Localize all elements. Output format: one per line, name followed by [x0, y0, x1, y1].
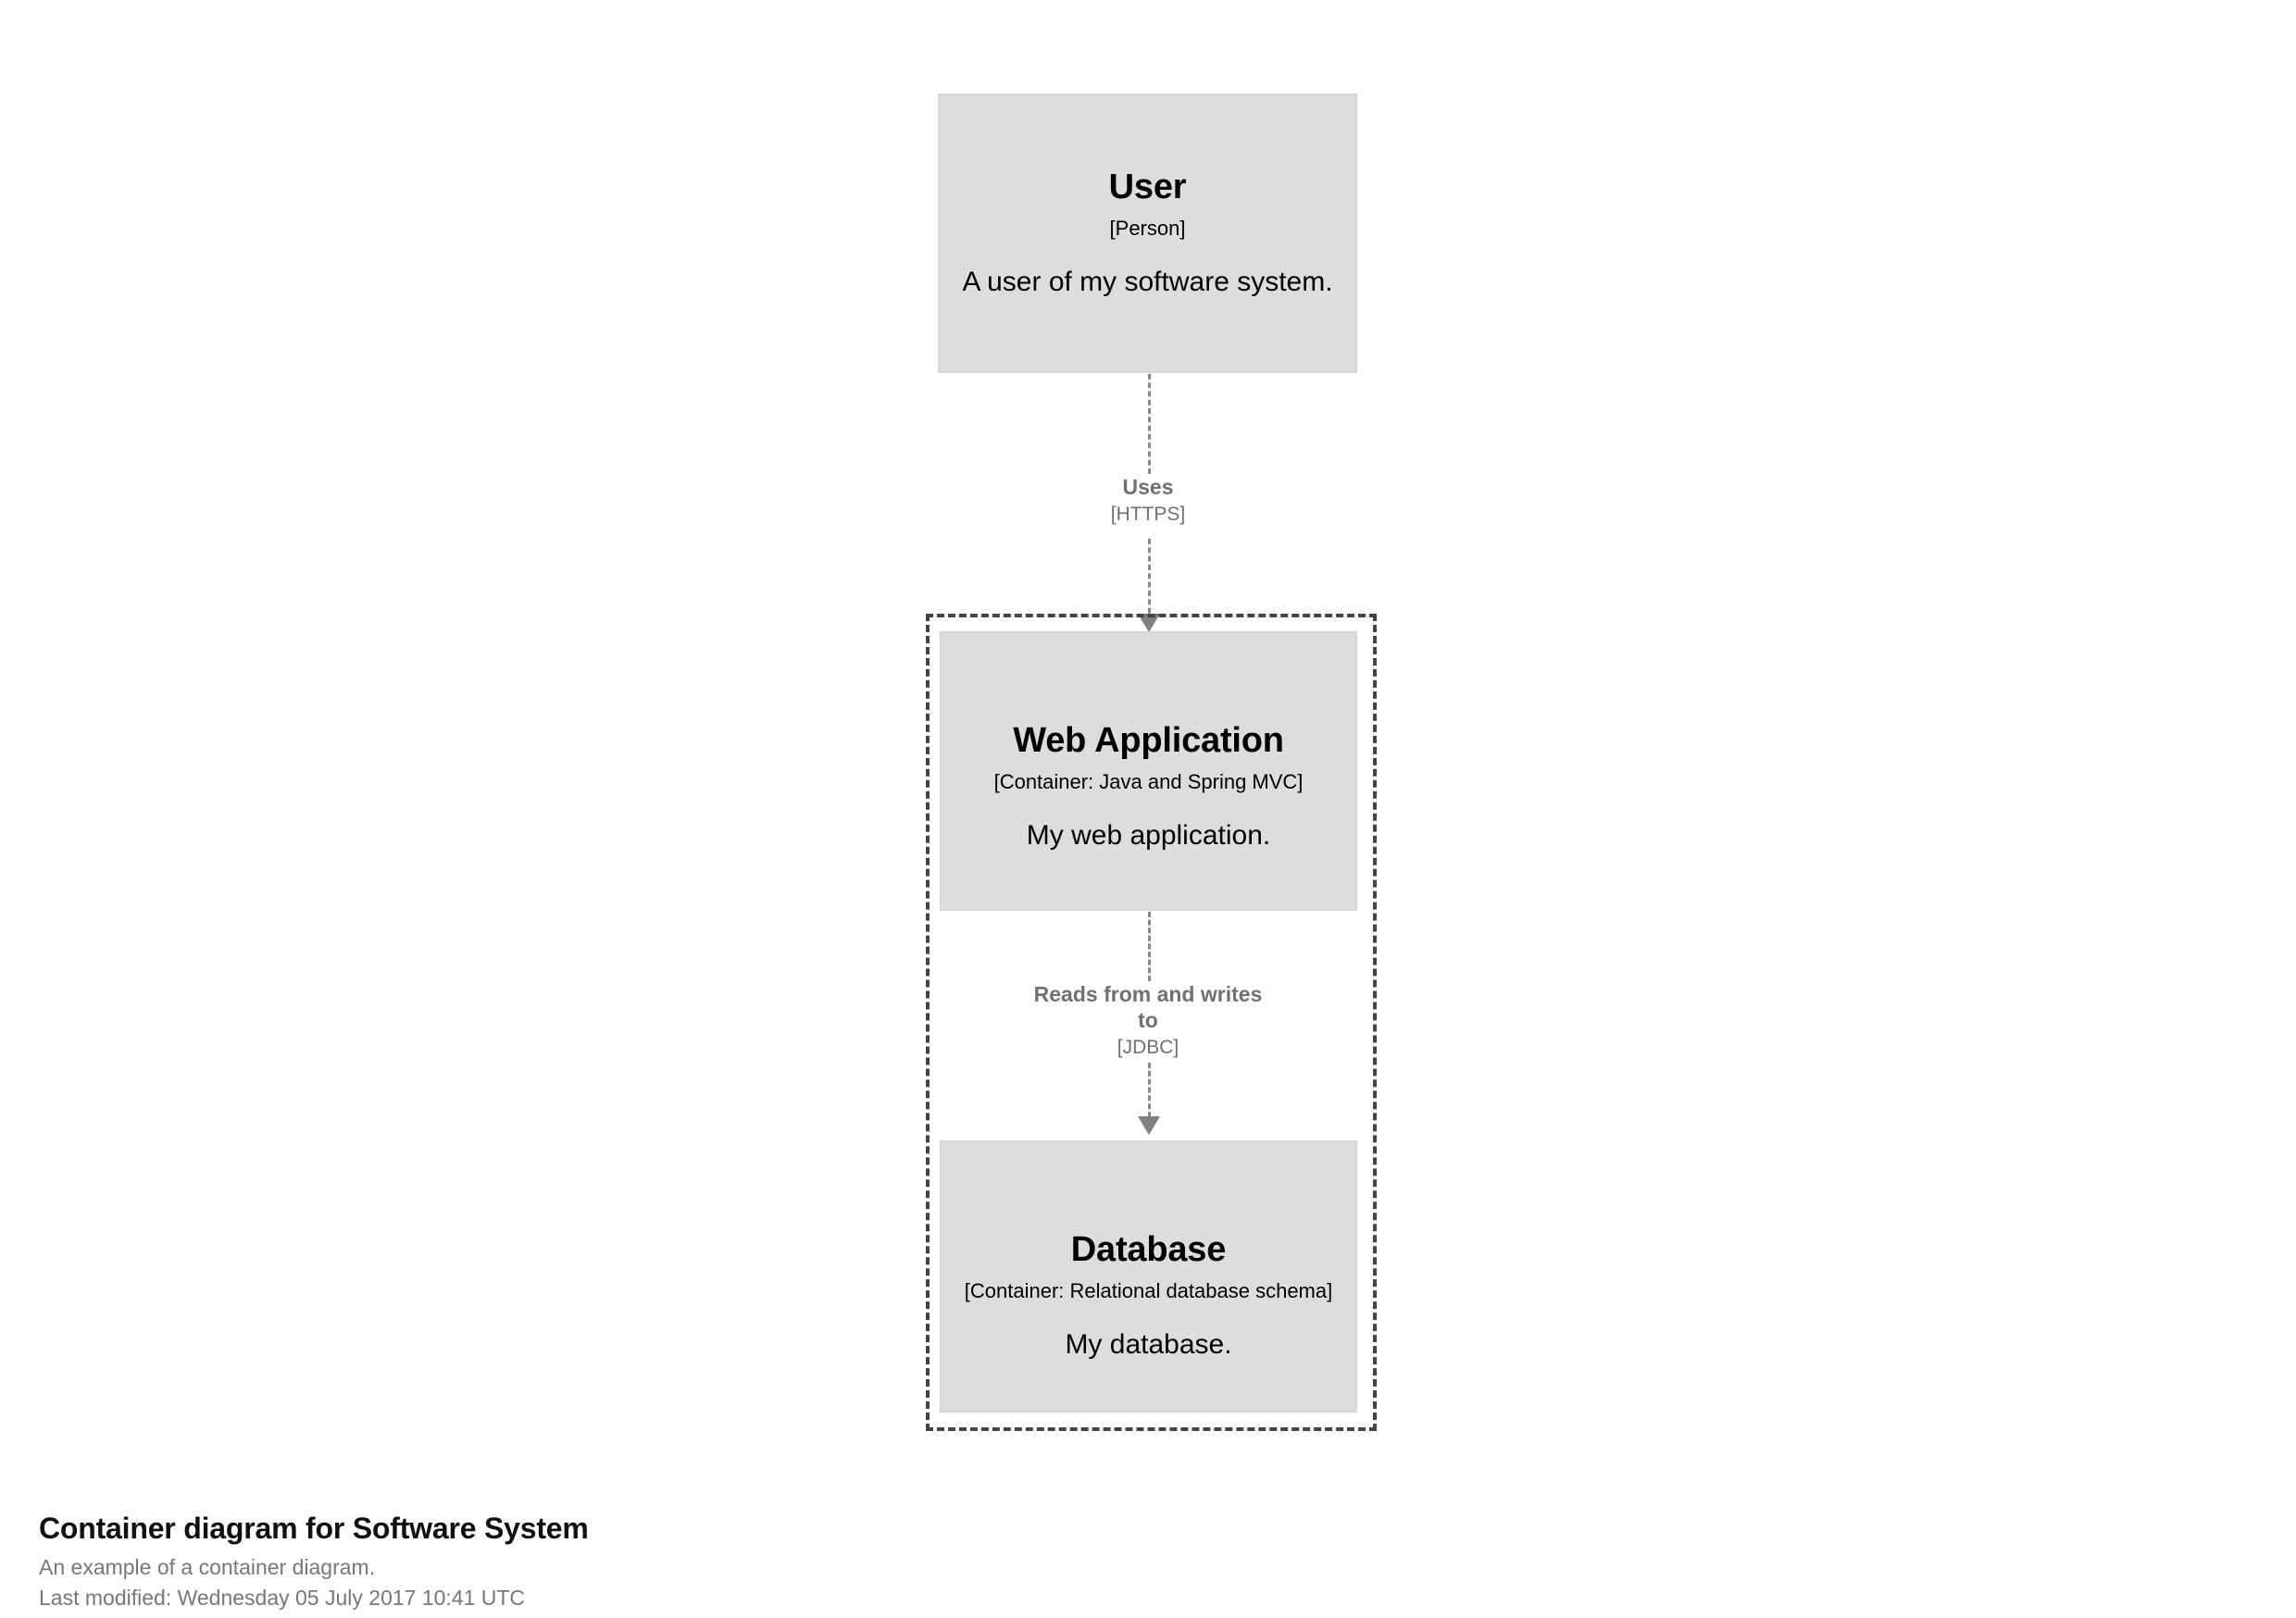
diagram-caption: Container diagram for Software System An… [39, 1511, 1335, 1612]
element-user[interactable]: User [Person] A user of my software syst… [938, 93, 1357, 373]
diagram-description: An example of a container diagram. [39, 1555, 376, 1580]
element-web-application-type: [Container: Java and Spring MVC] [993, 769, 1304, 793]
relationship-reads-writes-line-upper [1148, 912, 1151, 981]
element-web-application-description: My web application. [1026, 820, 1271, 852]
element-user-type: [Person] [1109, 216, 1186, 240]
element-database-name: Database [1070, 1230, 1227, 1269]
relationship-reads-writes-label: Reads from and writes to [JDBC] [1028, 981, 1268, 1060]
element-user-name: User [1108, 168, 1187, 206]
relationship-reads-writes-line-lower [1148, 1063, 1151, 1126]
relationship-reads-writes-technology: [JDBC] [1117, 1037, 1179, 1059]
element-database-content: Database [Container: Relational database… [942, 1142, 1355, 1363]
relationship-uses-description: Uses [1122, 475, 1174, 499]
relationship-uses-label: Uses [HTTPS] [1037, 474, 1259, 527]
relationship-uses-line-lower [1148, 539, 1151, 622]
element-database-type: [Container: Relational database schema] [964, 1278, 1333, 1302]
relationship-uses-technology: [HTTPS] [1110, 504, 1186, 526]
relationship-reads-writes-arrowhead-icon [1138, 1116, 1160, 1135]
diagram-last-modified: Last modified: Wednesday 05 July 2017 10… [39, 1585, 526, 1610]
diagram-title: Container diagram for Software System [39, 1512, 589, 1545]
element-web-application[interactable]: Web Application [Container: Java and Spr… [940, 631, 1357, 911]
element-web-application-name: Web Application [1013, 721, 1284, 760]
element-database-description: My database. [1065, 1329, 1232, 1361]
relationship-uses-arrowhead-icon [1138, 614, 1160, 632]
relationship-uses-line-upper [1148, 374, 1151, 474]
relationship-reads-writes-description: Reads from and writes to [1033, 982, 1263, 1033]
element-user-description: A user of my software system. [962, 267, 1333, 298]
element-database[interactable]: Database [Container: Relational database… [940, 1140, 1357, 1413]
element-user-content: User [Person] A user of my software syst… [940, 95, 1355, 300]
element-web-application-content: Web Application [Container: Java and Spr… [942, 633, 1355, 853]
